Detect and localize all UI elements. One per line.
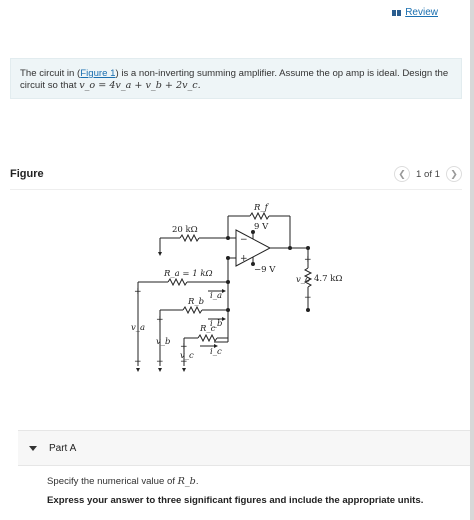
vo-plus: + — [304, 255, 312, 265]
toolbar-peek — [47, 515, 147, 520]
va-plus: + — [134, 287, 142, 297]
review-label: Review — [405, 7, 438, 18]
question-text: Specify the numerical value of — [47, 476, 178, 487]
rf-label: R_f — [253, 203, 270, 213]
noninv-plus: + — [240, 254, 248, 264]
figure-nav: ❮ 1 of 1 ❯ — [393, 166, 462, 182]
vpos-label: 9 V — [254, 222, 269, 232]
circuit-diagram: R_f 20 kΩ 9 V −9 V R_a = 1 kΩ R_b R_c v_… — [131, 203, 342, 372]
part-a-toggle[interactable]: Part A — [18, 430, 470, 466]
figure-header: Figure ❮ 1 of 1 ❯ — [10, 166, 462, 190]
problem-statement: The circuit in (Figure 1) is a non-inver… — [10, 58, 462, 99]
review-link[interactable]: Review — [392, 7, 438, 18]
va-label: v_a — [131, 323, 145, 333]
vo-label: v_o — [296, 275, 310, 285]
vb-minus: − — [156, 357, 164, 367]
chevron-right-icon[interactable]: ❯ — [446, 166, 462, 182]
part-a-instructions: Express your answer to three significant… — [47, 495, 424, 506]
caret-down-icon — [29, 445, 37, 451]
vc-label: v_c — [180, 351, 194, 361]
va-minus: − — [134, 357, 142, 367]
ia-label: i_a — [210, 291, 222, 301]
chevron-left-icon[interactable]: ❮ — [393, 166, 410, 182]
ib-label: i_b — [210, 319, 222, 329]
part-a-question: Specify the numerical value of R_b. — [47, 476, 199, 487]
vb-plus: + — [156, 315, 164, 325]
book-icon — [392, 9, 402, 16]
problem-text: The circuit in ( — [20, 68, 81, 79]
vo-minus: − — [304, 293, 312, 303]
figure-link[interactable]: Figure 1 — [80, 68, 116, 79]
vneg-label: −9 V — [254, 265, 276, 275]
inv-minus: − — [240, 235, 248, 245]
vc-minus: − — [180, 357, 188, 367]
problem-text-2: ) is a non-inverting summing amplifier. … — [20, 68, 449, 91]
vb-label: v_b — [156, 337, 171, 347]
r20-label: 20 kΩ — [172, 225, 198, 235]
page-indicator: 1 of 1 — [415, 168, 440, 180]
top-bar: Review — [0, 0, 474, 30]
rc-label: R_c — [199, 324, 216, 334]
ic-label: i_c — [210, 347, 222, 357]
scrollbar[interactable] — [470, 0, 474, 520]
figure-title: Figure — [10, 168, 44, 180]
question-end: . — [195, 476, 199, 487]
rb-label: R_b — [187, 297, 204, 307]
vc-plus: + — [180, 342, 188, 352]
part-a-label: Part A — [49, 442, 77, 454]
rload-label: 4.7 kΩ — [314, 274, 342, 284]
ra-label: R_a = 1 kΩ — [163, 269, 213, 279]
target-equation: v_o = 4v_a + v_b + 2v_c. — [79, 80, 201, 91]
question-symbol: R_b — [177, 476, 196, 487]
